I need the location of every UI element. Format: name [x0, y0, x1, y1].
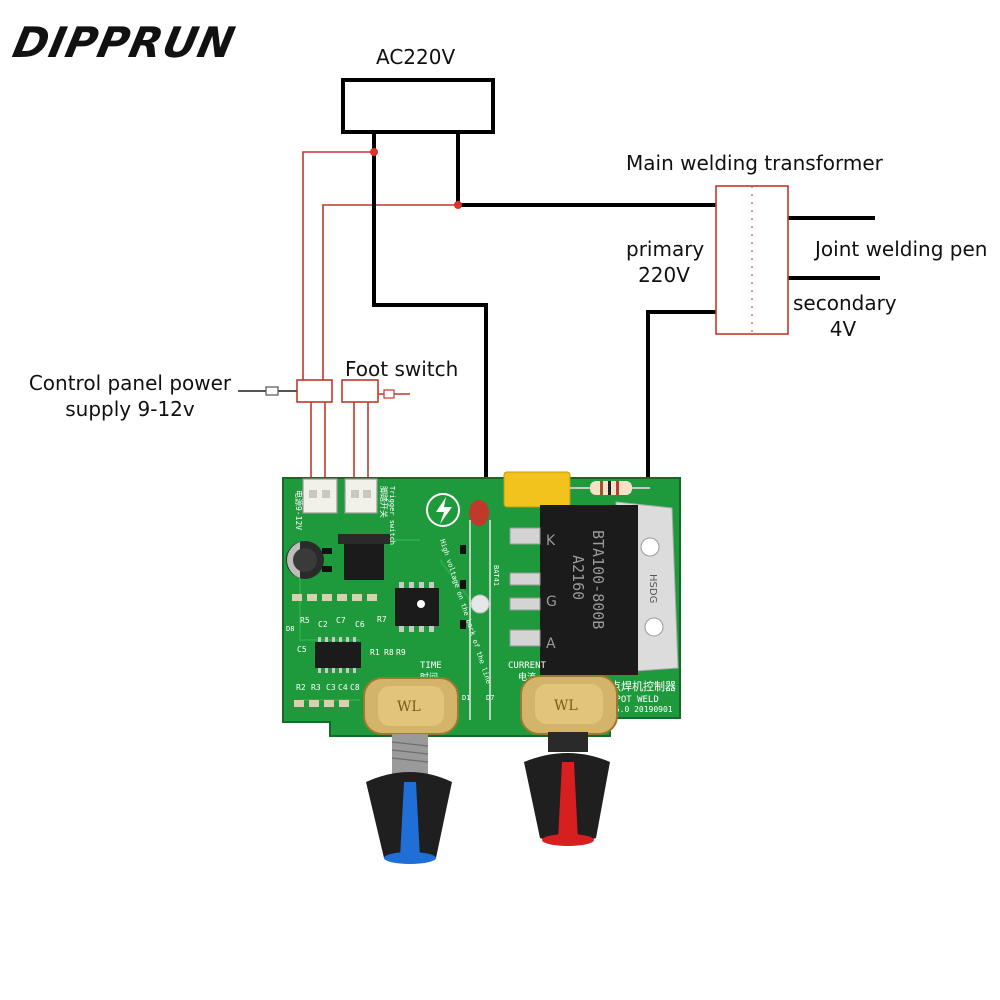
- led: [470, 594, 490, 614]
- ref-c7: C7: [336, 616, 346, 625]
- board-title-en: SPOT WELD: [610, 695, 659, 705]
- ref-c5: C5: [297, 645, 307, 654]
- smd-part: [322, 566, 332, 572]
- board-title-cn: 点焊机控制器: [610, 679, 676, 693]
- ref-d8: D8: [286, 625, 294, 633]
- voltage-regulator: [338, 534, 390, 580]
- ref-c4: C4: [338, 683, 348, 692]
- pot-brand-left: WL: [397, 699, 421, 715]
- ref-c3: C3: [326, 683, 336, 692]
- ref-c8: C8: [350, 683, 360, 692]
- secondary-line-1: secondary: [793, 291, 897, 315]
- time-label-en: TIME: [420, 661, 442, 671]
- power-label: 电源9-12V: [294, 490, 304, 530]
- junction-dot: [454, 201, 462, 209]
- ref-c2: C2: [318, 620, 328, 629]
- ref-r2: R2: [296, 683, 306, 692]
- joint-welding-pen-label: Joint welding pen: [815, 237, 988, 261]
- diode-label: BAT41: [492, 565, 500, 586]
- primary-line-2: 220V: [638, 263, 690, 287]
- triac-pin-k: K: [546, 533, 556, 549]
- time-knob[interactable]: [366, 772, 452, 864]
- current-knob[interactable]: [524, 753, 610, 846]
- current-label-en: CURRENT: [508, 661, 547, 671]
- current-potentiometer[interactable]: WL: [520, 675, 618, 752]
- triac-legs: [509, 527, 541, 647]
- control-wires: [302, 151, 458, 478]
- power-connector: [302, 478, 338, 514]
- board-version: V5.0 20190901: [610, 705, 673, 714]
- ref-r8: R8: [384, 648, 394, 657]
- time-potentiometer[interactable]: WL: [363, 677, 459, 774]
- primary-label: primary 220V: [626, 236, 705, 288]
- ref-r9: R9: [396, 648, 406, 657]
- logic-chip: [315, 637, 361, 673]
- triac: [540, 505, 638, 675]
- smd-row-bottom: [294, 700, 349, 707]
- ref-r3: R3: [311, 683, 321, 692]
- ref-d7: D7: [486, 694, 494, 702]
- main-transformer: [715, 185, 789, 335]
- foot-switch-connector: [344, 478, 378, 514]
- ref-r1: R1: [370, 648, 380, 657]
- secondary-line-2: 4V: [829, 317, 857, 341]
- junction-dot: [370, 148, 378, 156]
- power-connector-plug: [238, 379, 333, 403]
- triac-pin-g: G: [546, 594, 557, 610]
- heatsink-text: HSDG: [647, 574, 658, 603]
- resistor: [570, 481, 650, 495]
- smd-row-top: [292, 594, 377, 601]
- x-capacitor: [503, 471, 571, 508]
- ref-r5: R5: [300, 616, 310, 625]
- electrolytic-capacitor: [286, 541, 324, 579]
- red-capacitor: [469, 500, 489, 526]
- ref-c6: C6: [355, 620, 365, 629]
- spot-weld-controller-board: 电源9-12V 脚踏开关 Trigger switch High voltage…: [282, 471, 681, 737]
- panel-power-line-1: Control panel power: [28, 371, 232, 395]
- brand-logo: DIPPRUN: [8, 18, 240, 67]
- ac-source-box: [341, 78, 495, 134]
- panel-power-label: Control panel power supply 9-12v: [28, 370, 232, 422]
- transformer-label: Main welding transformer: [626, 151, 883, 175]
- pot-brand-right: WL: [554, 698, 578, 714]
- ref-r7: R7: [377, 615, 387, 624]
- ref-d1: D1: [462, 694, 470, 702]
- foot-switch-label: Foot switch: [345, 357, 459, 381]
- trigger-label-en: Trigger switch: [388, 486, 396, 545]
- primary-line-1: primary: [626, 237, 705, 261]
- pot-range: 20-1.2k: [612, 719, 646, 728]
- high-voltage-symbol: [426, 493, 460, 527]
- panel-power-line-2: supply 9-12v: [65, 397, 195, 421]
- triac-text-1: BTA100-800B: [589, 530, 607, 629]
- secondary-label: secondary 4V: [793, 290, 897, 342]
- ac-source-label: AC220V: [376, 45, 456, 69]
- smd-part: [322, 548, 332, 554]
- triac-text-2: A2160: [569, 555, 587, 600]
- triac-pin-a: A: [546, 636, 556, 652]
- trigger-label-cn: 脚踏开关: [379, 486, 389, 518]
- foot-switch-plug: [341, 379, 410, 403]
- mcu-chip: [395, 582, 439, 632]
